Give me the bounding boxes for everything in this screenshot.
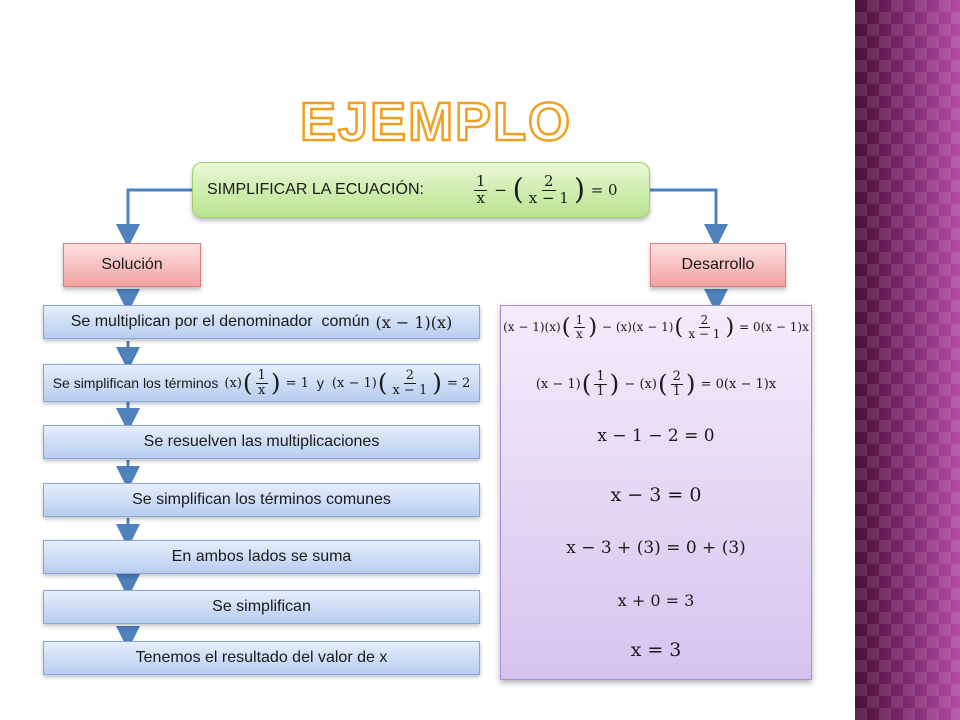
equation-6: x + 0 = 3: [617, 591, 695, 610]
equation-4: x − 3 = 0: [610, 484, 702, 506]
step-4: Se simplifican los términos comunes: [43, 483, 480, 517]
step-2-conjunction: y: [316, 375, 324, 391]
desarrollo-heading: Desarrollo: [650, 243, 786, 287]
equation-7: x = 3: [630, 639, 682, 661]
arrow-to-desarrollo: [650, 188, 728, 248]
step-2-label: Se simplifican los términos: [52, 375, 219, 391]
step-7: Tenemos el resultado del valor de x: [43, 641, 480, 675]
step-1: Se multiplican por el denominador común …: [43, 305, 480, 339]
equation-5: x − 3 + (3) = 0 + (3): [566, 538, 746, 558]
problem-label: SIMPLIFICAR LA ECUACIÓN:: [207, 181, 424, 198]
step-1-expression: (x − 1)(x): [375, 312, 453, 332]
arrow-to-solucion: [116, 188, 192, 248]
equation-3: x − 1 − 2 = 0: [597, 426, 715, 446]
solucion-heading: Solución: [63, 243, 201, 287]
step-5: En ambos lados se suma: [43, 540, 480, 574]
step-1-label: Se multiplican por el denominador común: [70, 313, 370, 330]
step-3: Se resuelven las multiplicaciones: [43, 425, 480, 459]
slide-title: EJEMPLO: [299, 91, 573, 154]
decorative-side-strip: [855, 0, 960, 720]
step-6: Se simplifican: [43, 590, 480, 624]
